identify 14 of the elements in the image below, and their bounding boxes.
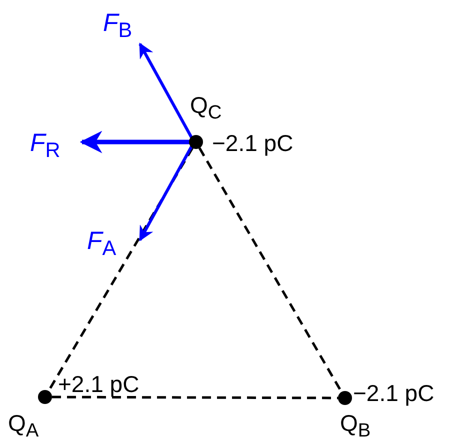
force-label: F$_{A}$ [87,228,116,262]
charge-label: Q$_{C}$ [190,92,222,126]
force-label: F$_{B}$ [103,10,132,44]
charge-label: Q$_{B}$ [340,410,371,444]
force-label: F$_{R}$ [30,130,60,164]
charge-dot [189,135,203,149]
charge-label: −2.1 pC [353,380,434,406]
dashed-line [52,396,338,400]
charge-dot [38,390,52,404]
dashed-line [198,147,343,393]
charge-label: Q$_{A}$ [8,410,39,444]
charge-dot [338,391,352,405]
charge-label: −2.1 pC [212,130,294,156]
charge-label: +2.1 pC [58,371,140,397]
